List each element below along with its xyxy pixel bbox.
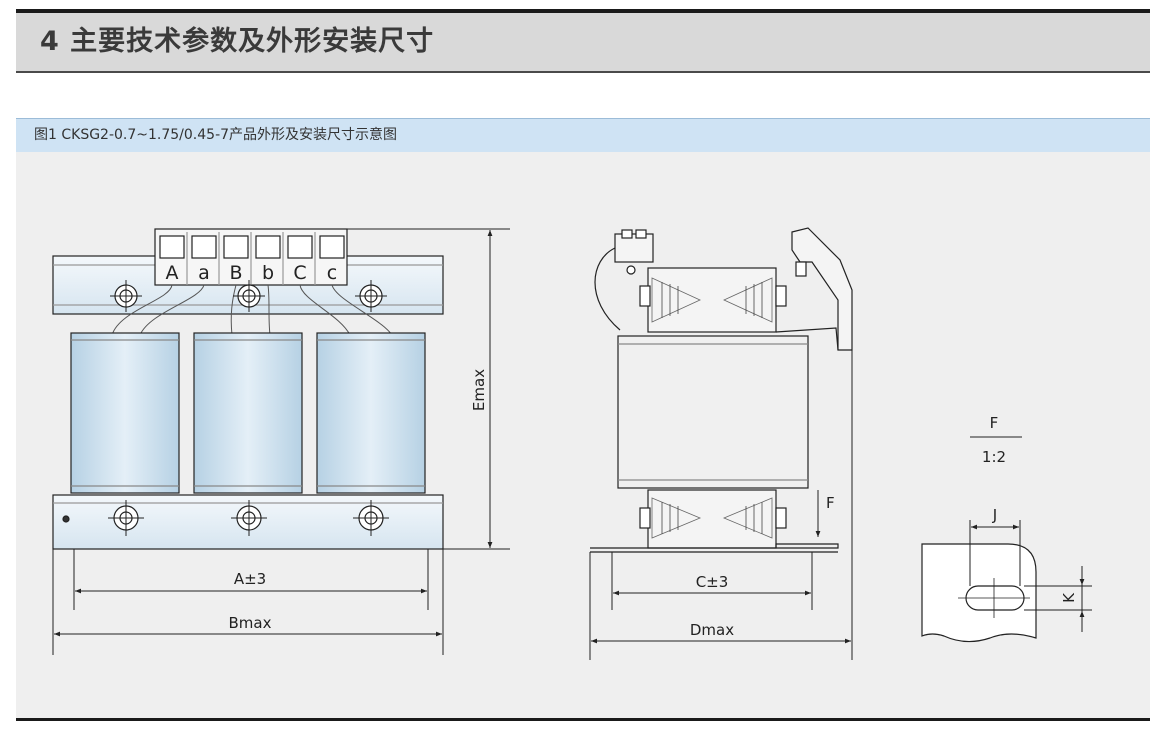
dim-d-label: Dmax — [690, 621, 734, 639]
terminal-label-5: c — [327, 262, 337, 284]
detail-scale: 1:2 — [982, 448, 1006, 466]
dim-c-label: C±3 — [696, 573, 729, 591]
top-rule — [16, 9, 1150, 13]
detail-view — [921, 543, 1037, 643]
terminal-label-2: B — [229, 262, 242, 284]
terminal-label-4: C — [293, 262, 306, 284]
front-view — [52, 228, 444, 550]
coil-c — [316, 332, 426, 494]
dim-k-label: K — [1060, 592, 1078, 603]
terminal-label-0: A — [166, 262, 179, 284]
dim-j-label: J — [992, 506, 997, 524]
section-header — [16, 13, 1150, 73]
coil-a — [70, 332, 180, 494]
side-view — [590, 227, 853, 553]
terminal-label-3: b — [262, 262, 274, 284]
dim-e-label: Emax — [470, 369, 488, 411]
figure-caption: 图1 CKSG2-0.7~1.75/0.45-7产品外形及安装尺寸示意图 — [34, 127, 398, 143]
dim-b-label: Bmax — [229, 614, 272, 632]
terminal-label-1: a — [198, 262, 210, 284]
detail-label: F — [990, 414, 999, 432]
coil-b — [193, 332, 303, 494]
technical-drawing: A a B b C c A±3 Bmax Emax — [52, 227, 1092, 660]
dim-f-label: F — [826, 494, 835, 512]
figure-caption-band — [16, 118, 1150, 153]
dim-a-label: A±3 — [234, 570, 266, 588]
section-title: 4 主要技术参数及外形安装尺寸 — [40, 26, 435, 57]
bottom-rule — [16, 718, 1150, 721]
